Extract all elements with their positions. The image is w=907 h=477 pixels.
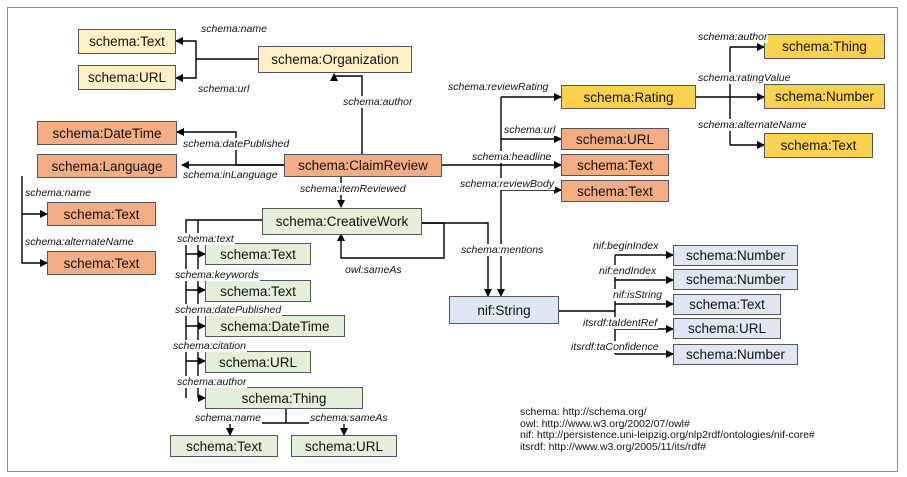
label-rating-author: schema:author bbox=[697, 31, 769, 43]
label-mentions: schema:mentions bbox=[460, 244, 545, 256]
label-beginindex: nif:beginIndex bbox=[592, 240, 660, 252]
label-cr-url: schema:url bbox=[503, 124, 557, 136]
label-rating-altname: schema:alternateName bbox=[697, 119, 808, 131]
node-nif-string: nif:String bbox=[449, 296, 559, 324]
edge-cw-left bbox=[185, 219, 262, 398]
node-organization: schema:Organization bbox=[258, 46, 412, 73]
label-taidentref: itsrdf:taIdentRef bbox=[582, 317, 659, 329]
node-cw-datetime: schema:DateTime bbox=[205, 315, 345, 337]
edge-lang-altname bbox=[21, 214, 48, 267]
label-lang-name: schema:name bbox=[24, 187, 92, 199]
label-taconfidence: itsrdf:taConfidence bbox=[570, 341, 660, 353]
node-nif-isstring: schema:Text bbox=[673, 294, 781, 315]
node-org-text: schema:Text bbox=[78, 29, 176, 54]
node-nif-confidence: schema:Number bbox=[673, 344, 798, 365]
edge-org-name bbox=[175, 37, 258, 60]
node-thing-url: schema:URL bbox=[291, 435, 397, 457]
node-lang-text-2: schema:Text bbox=[47, 251, 156, 275]
label-isstring: nif:isString bbox=[612, 289, 664, 301]
label-author: schema:author bbox=[342, 96, 414, 108]
node-rating-thing: schema:Thing bbox=[764, 34, 885, 59]
label-author2: schema:author bbox=[176, 376, 248, 388]
label-reviewbody: schema:reviewBody bbox=[459, 178, 555, 190]
node-rating-number: schema:Number bbox=[764, 84, 885, 109]
label-lang-altname: schema:alternateName bbox=[24, 236, 135, 248]
label-datepublished2: schema:datePublished bbox=[174, 304, 283, 316]
namespace-schema: schema: http://schema.org/ bbox=[520, 406, 647, 418]
label-datepublished: schema:datePublished bbox=[182, 138, 291, 150]
label-thing-name: schema:name bbox=[194, 412, 262, 424]
label-citation: schema:citation bbox=[172, 340, 247, 352]
label-cw-text: schema:text bbox=[176, 233, 235, 245]
label-inlanguage: schema:inLanguage bbox=[182, 169, 279, 181]
node-language: schema:Language bbox=[37, 154, 177, 178]
label-thing-sameas: schema:sameAs bbox=[309, 412, 389, 424]
node-nif-end: schema:Number bbox=[673, 269, 798, 290]
edge-org-url bbox=[175, 59, 197, 82]
node-cw-thing: schema:Thing bbox=[205, 387, 363, 409]
node-cw-text: schema:Text bbox=[205, 243, 311, 265]
node-cr-text-1: schema:Text bbox=[561, 154, 669, 176]
node-nif-begin: schema:Number bbox=[673, 245, 798, 266]
node-cr-text-2: schema:Text bbox=[561, 180, 669, 202]
label-keywords: schema:keywords bbox=[174, 269, 261, 281]
label-endindex: nif:endIndex bbox=[598, 265, 658, 277]
label-ratingvalue: schema:ratingValue bbox=[697, 72, 792, 84]
node-claimreview: schema:ClaimReview bbox=[284, 154, 442, 177]
node-thing-text: schema:Text bbox=[170, 435, 278, 457]
edge-author bbox=[330, 73, 363, 155]
edge-cw-mentions bbox=[422, 222, 492, 297]
node-rating-text: schema:Text bbox=[764, 133, 873, 158]
namespace-nif: nif: http://persistence.uni-leipzig.org/… bbox=[520, 429, 815, 441]
label-owl-sameas: owl:sameAs bbox=[344, 264, 403, 276]
namespace-legend: schema: http://schema.org/ owl: http://w… bbox=[520, 406, 815, 453]
label-headline: schema:headline bbox=[471, 151, 553, 163]
diagram-frame bbox=[7, 7, 898, 472]
namespace-itsrdf: itsrdf: http://www.w3.org/2005/11/its/rd… bbox=[520, 440, 706, 453]
node-rating: schema:Rating bbox=[561, 85, 696, 109]
node-cw-keywords: schema:Text bbox=[205, 280, 311, 302]
node-lang-text-1: schema:Text bbox=[47, 202, 156, 226]
node-creativework: schema:CreativeWork bbox=[262, 208, 422, 235]
node-org-url: schema:URL bbox=[78, 65, 176, 90]
namespace-owl: owl: http://www.w3.org/2002/07/owl# bbox=[520, 417, 690, 430]
node-datetime: schema:DateTime bbox=[37, 121, 177, 145]
node-cw-url: schema:URL bbox=[205, 351, 311, 373]
label-url: schema:url bbox=[197, 83, 251, 95]
node-nif-identref: schema:URL bbox=[673, 318, 781, 339]
label-itemreviewed: schema:itemReviewed bbox=[299, 183, 407, 195]
edge-owl-sameas bbox=[337, 222, 445, 259]
node-cr-url: schema:URL bbox=[561, 128, 669, 150]
label-reviewrating: schema:reviewRating bbox=[447, 81, 550, 93]
label-name: schema:name bbox=[200, 23, 268, 35]
